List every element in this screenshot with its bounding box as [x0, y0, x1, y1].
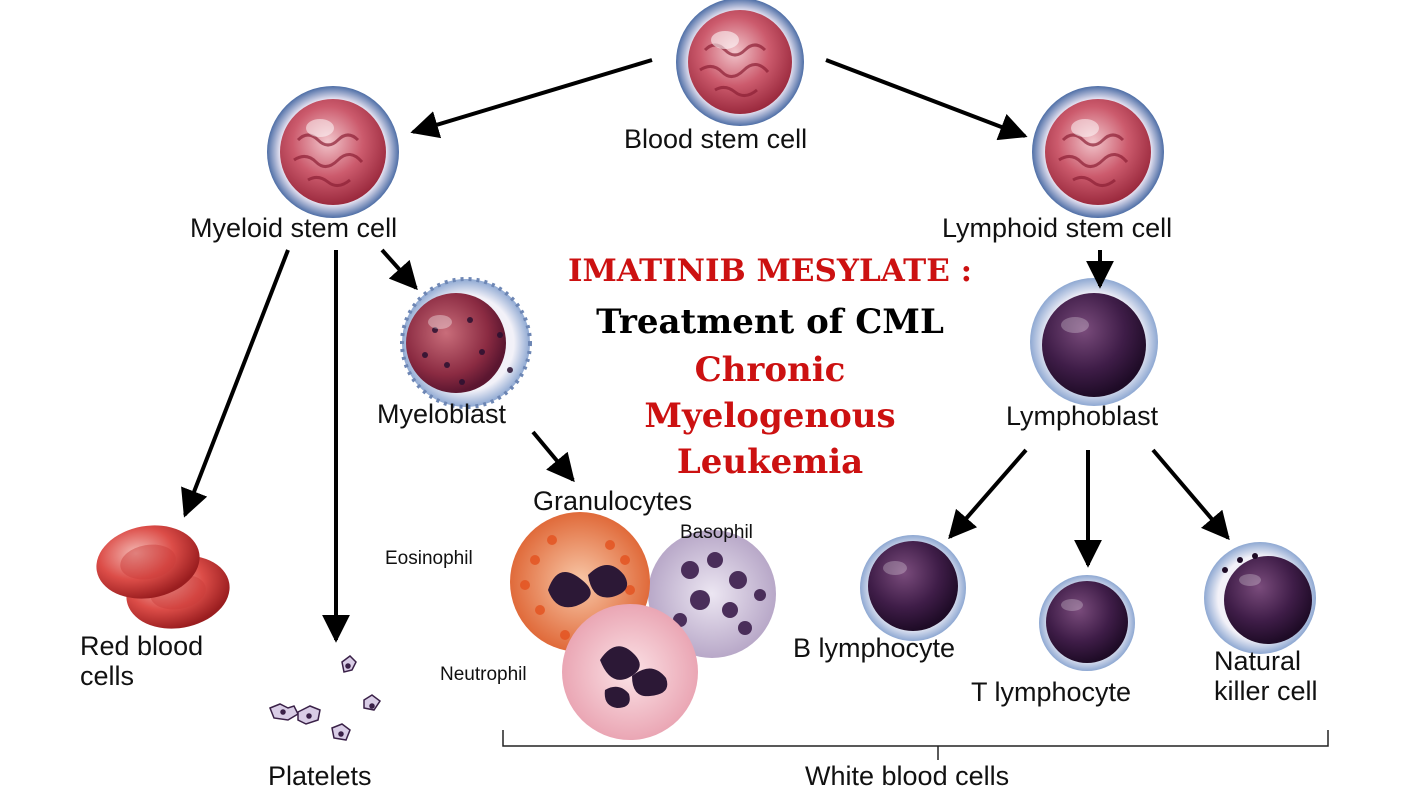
b-lymphocyte-image — [860, 535, 966, 641]
label-natural-killer-cell: Natural killer cell — [1214, 646, 1318, 706]
label-t-lymphocyte: T lymphocyte — [971, 677, 1132, 707]
headline-chronic: Chronic — [694, 350, 846, 390]
myeloid-stem-cell-image — [267, 86, 399, 218]
red-blood-cells-image — [96, 525, 230, 629]
label-lymphoid-stem-cell: Lymphoid stem cell — [942, 213, 1173, 243]
lymphoid-stem-cell-image — [1032, 86, 1164, 218]
label-lymphoblast: Lymphoblast — [1006, 401, 1159, 431]
t-lymphocyte-image — [1039, 575, 1135, 671]
granulocytes-image — [510, 512, 776, 740]
label-myeloblast: Myeloblast — [377, 399, 507, 429]
label-myeloid-stem-cell: Myeloid stem cell — [190, 213, 398, 243]
label-neutrophil: Neutrophil — [440, 664, 527, 685]
flow-arrows — [181, 58, 1230, 643]
myeloblast-image — [400, 277, 532, 409]
lymphoblast-image — [1030, 278, 1158, 406]
headline-myelogenous: Myelogenous — [644, 396, 896, 436]
headline-subtitle: Treatment of CML — [596, 302, 944, 342]
natural-killer-cell-image — [1204, 542, 1316, 654]
headline-leukemia: Leukemia — [676, 442, 864, 482]
label-eosinophil: Eosinophil — [385, 548, 473, 569]
label-basophil: Basophil — [680, 522, 753, 543]
label-granulocytes: Granulocytes — [533, 486, 693, 516]
label-blood-stem-cell: Blood stem cell — [624, 124, 808, 154]
white-blood-cells-bracket — [502, 730, 1329, 760]
label-red-blood-cells: Red blood cells — [80, 631, 204, 691]
platelets-image — [269, 655, 382, 741]
headline-drug-name: IMATINIB MESYLATE : — [567, 253, 973, 289]
blood-stem-cell-image — [676, 0, 804, 126]
label-white-blood-cells: White blood cells — [805, 761, 1010, 791]
label-platelets: Platelets — [268, 761, 372, 791]
label-b-lymphocyte: B lymphocyte — [793, 633, 956, 663]
